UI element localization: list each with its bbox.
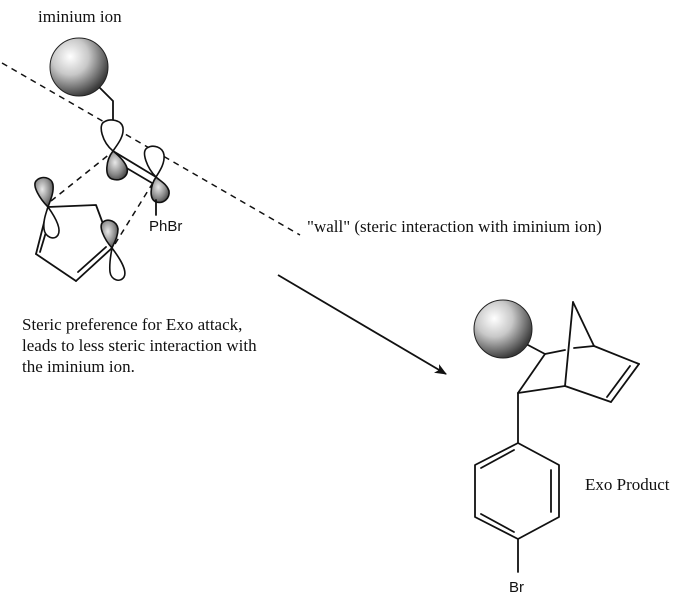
benzene-ring <box>474 442 560 540</box>
alkene-bond <box>610 363 640 403</box>
ring-bond <box>517 353 546 394</box>
diene-double-bond-inner <box>77 246 107 273</box>
bridge-bond <box>564 301 574 387</box>
overlap-dash-right <box>114 180 155 245</box>
phbr-label: PhBr <box>149 218 182 235</box>
diene-ring-bond <box>75 247 113 282</box>
diene-ring-bond <box>35 253 77 282</box>
benzene-inner-bond <box>480 449 515 469</box>
steric-wall-line <box>1 62 301 236</box>
overlap-dash-left <box>50 152 112 202</box>
wall-annotation: "wall" (steric interaction with iminium … <box>307 217 602 236</box>
p-orbital-upper-lobe <box>34 176 54 209</box>
dienophile-double-bond-a <box>112 150 157 178</box>
p-orbital-upper-lobe <box>143 145 165 179</box>
reaction-arrow <box>277 274 447 375</box>
bromine-label: Br <box>509 579 524 596</box>
iminium-tether-bond <box>99 87 114 123</box>
diene-double-bond-inner <box>39 231 47 253</box>
ring-bond <box>573 345 595 349</box>
explanation-line: the iminium ion. <box>22 357 135 376</box>
p-orbital-lower-lobe <box>150 175 170 204</box>
ring-bond <box>564 385 612 403</box>
product-label: Exo Product <box>585 475 670 494</box>
dienophile: PhBr <box>100 119 182 235</box>
iminium-sphere <box>49 37 109 97</box>
exo-product: Br <box>473 299 640 596</box>
diene <box>34 176 126 282</box>
explanation-line: leads to less steric interaction with <box>22 336 257 355</box>
p-orbital-upper-lobe <box>100 219 119 250</box>
p-orbital-lower-lobe <box>108 246 126 281</box>
explanation-text: Steric preference for Exo attack, leads … <box>22 315 261 376</box>
ring-bond <box>593 345 640 365</box>
bridge-bond <box>572 301 595 347</box>
alkene-bond-inner <box>606 365 631 398</box>
p-orbital-lower-lobe <box>43 205 60 239</box>
sphere-bond <box>527 344 546 355</box>
ring-bond <box>517 385 566 394</box>
iminium-ion-label: iminium ion <box>38 7 122 26</box>
p-orbital-upper-lobe <box>100 119 124 153</box>
ring-bond <box>544 349 566 355</box>
explanation-line: Steric preference for Exo attack, <box>22 315 242 334</box>
iminium-sphere <box>473 299 533 359</box>
p-orbital-lower-lobe <box>106 149 129 181</box>
benzene-inner-bond <box>480 513 515 533</box>
